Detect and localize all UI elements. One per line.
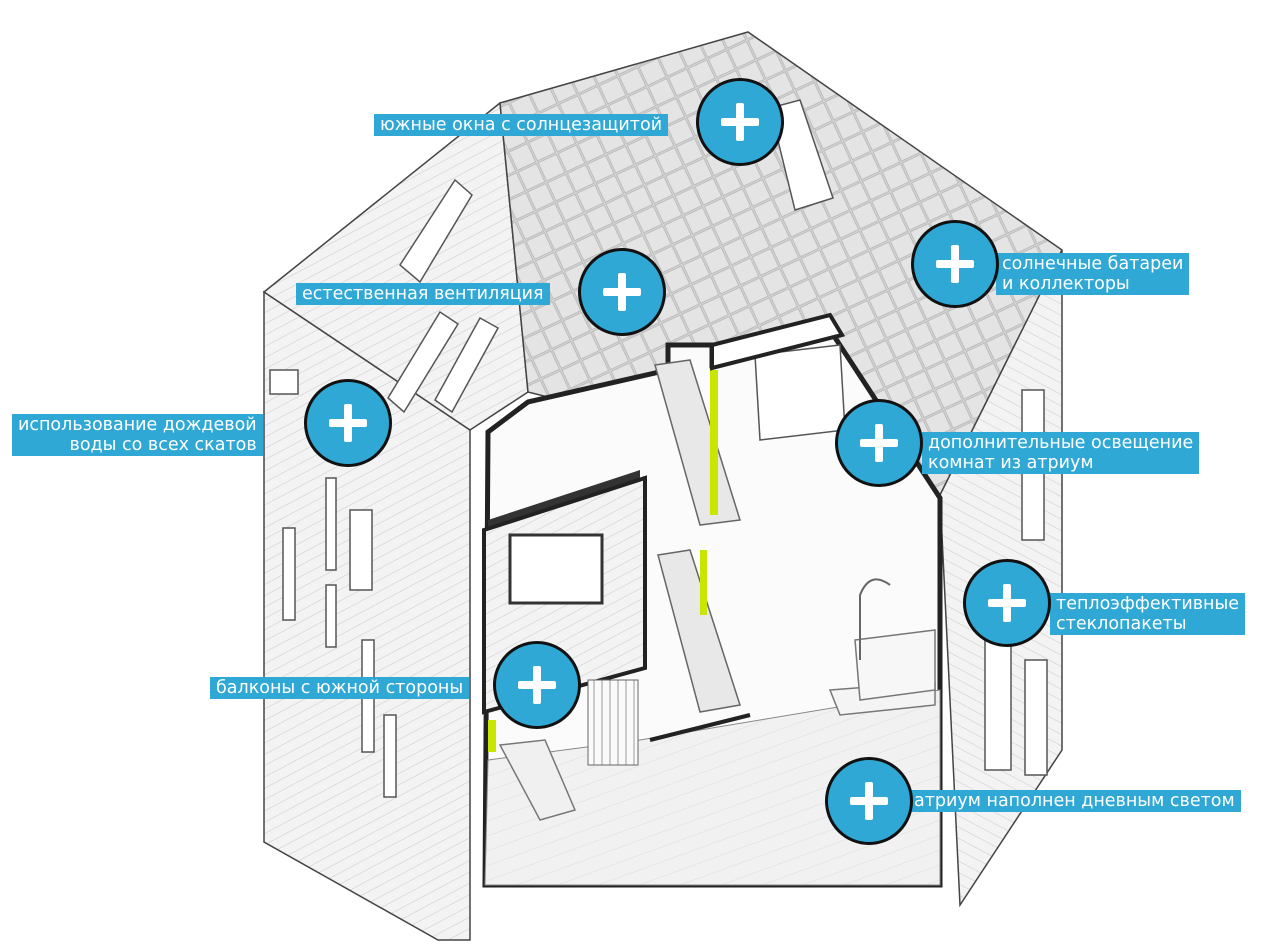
label-south-windows: южные окна с солнцезащитой bbox=[374, 114, 669, 136]
furniture-sofa bbox=[854, 629, 936, 701]
plus-icon-balconies[interactable] bbox=[493, 641, 581, 729]
slope-window bbox=[399, 178, 473, 284]
plus-icon-natural-ventilation[interactable] bbox=[578, 248, 666, 336]
label-atrium-daylight: атриум наполнен дневным светом bbox=[908, 790, 1241, 812]
floor-lamp bbox=[859, 578, 891, 660]
slope-window bbox=[434, 316, 500, 414]
furniture-bench bbox=[498, 739, 577, 821]
plus-icon-atrium-daylight[interactable] bbox=[825, 757, 913, 845]
label-line: южные окна с солнцезащитой bbox=[380, 115, 663, 135]
roof-window bbox=[769, 99, 834, 211]
label-glazing: теплоэффективные стеклопакеты bbox=[1050, 593, 1246, 635]
label-line: атриум наполнен дневным светом bbox=[914, 791, 1235, 811]
atrium-highlight bbox=[700, 550, 707, 615]
floor-slab bbox=[488, 470, 640, 528]
label-solar-panels: солнечные батареи и коллекторы bbox=[996, 253, 1190, 295]
upper-room-window bbox=[508, 533, 604, 605]
stair-beam bbox=[649, 713, 751, 742]
label-line: солнечные батареи bbox=[1002, 254, 1184, 274]
slope-window bbox=[269, 369, 299, 395]
label-line: и коллекторы bbox=[1002, 274, 1130, 294]
label-line: воды со всех скатов bbox=[69, 435, 257, 455]
atrium-highlight bbox=[488, 720, 496, 752]
plus-icon-solar-panels[interactable] bbox=[911, 220, 999, 308]
facade-window bbox=[325, 477, 337, 571]
facade-window bbox=[282, 527, 296, 621]
plus-icon-rainwater[interactable] bbox=[304, 379, 392, 467]
balcony-railing bbox=[587, 679, 639, 766]
label-rainwater: использование дождевой воды со всех скат… bbox=[12, 414, 263, 456]
plus-icon-glazing[interactable] bbox=[963, 559, 1051, 647]
label-line: балконы с южной стороны bbox=[216, 678, 464, 698]
facade-window bbox=[1024, 659, 1048, 776]
label-natural-ventilation: естественная вентиляция bbox=[296, 283, 550, 305]
label-balconies: балконы с южной стороны bbox=[210, 677, 470, 699]
label-line: комнат из атриум bbox=[928, 453, 1094, 473]
label-line: дополнительные освещение bbox=[928, 433, 1194, 453]
atrium-window bbox=[754, 344, 846, 441]
facade-window bbox=[349, 509, 373, 591]
facade-window bbox=[984, 629, 1012, 771]
ridge-beam bbox=[710, 312, 846, 371]
stair-lower bbox=[657, 549, 741, 713]
stair-upper bbox=[654, 359, 741, 526]
label-atrium-lighting: дополнительные освещение комнат из атриу… bbox=[922, 432, 1200, 474]
label-line: естественная вентиляция bbox=[302, 284, 544, 304]
slope-window bbox=[387, 310, 460, 414]
label-line: использование дождевой bbox=[18, 415, 257, 435]
plus-icon-south-windows[interactable] bbox=[696, 78, 784, 166]
label-line: стеклопакеты bbox=[1056, 614, 1187, 634]
atrium-highlight bbox=[710, 370, 718, 515]
plus-icon-atrium-lighting[interactable] bbox=[835, 399, 923, 487]
label-line: теплоэффективные bbox=[1056, 594, 1240, 614]
facade-window bbox=[325, 584, 337, 648]
facade-window bbox=[383, 714, 397, 798]
